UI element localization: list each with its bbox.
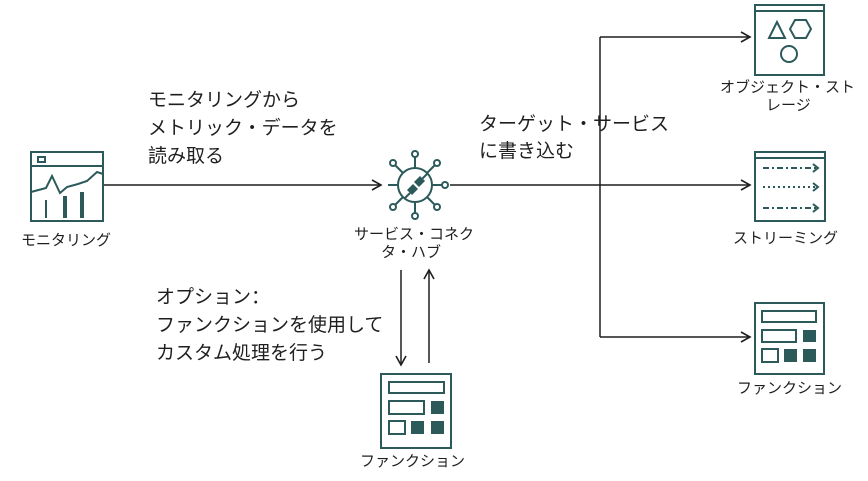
option-annotation-line1: オプション： xyxy=(156,286,271,308)
service-connector-hub-label-line2: タ・ハブ xyxy=(381,243,442,261)
streaming-label: ストリーミング xyxy=(733,229,839,247)
read-annotation-line1: モニタリングから xyxy=(148,89,301,111)
write-annotation-line2: に書き込む xyxy=(479,140,575,162)
streaming-icon xyxy=(754,151,826,222)
object-storage-icon xyxy=(754,4,825,76)
read-annotation-line2: メトリック・データを xyxy=(148,117,338,139)
monitoring-icon xyxy=(30,151,104,222)
function-icon-right xyxy=(754,302,825,375)
option-annotation-line3: カスタム処理を行う xyxy=(156,342,328,364)
connector-hub-icon xyxy=(388,150,449,220)
read-annotation-line3: 読み取る xyxy=(148,145,225,167)
object-storage-label-line1: オブジェクト・スト xyxy=(720,78,856,96)
function-right-label: ファンクション xyxy=(737,379,843,397)
function-bottom-label: ファンクション xyxy=(360,452,466,470)
object-storage-label-line2: レージ xyxy=(766,96,811,114)
service-connector-hub-label-line1: サービス・コネク xyxy=(354,225,475,243)
option-annotation-line2: ファンクションを使用して xyxy=(156,314,384,336)
monitoring-label: モニタリング xyxy=(21,231,112,249)
write-annotation-line1: ターゲット・サービス xyxy=(479,113,670,135)
function-icon-bottom xyxy=(380,373,452,449)
